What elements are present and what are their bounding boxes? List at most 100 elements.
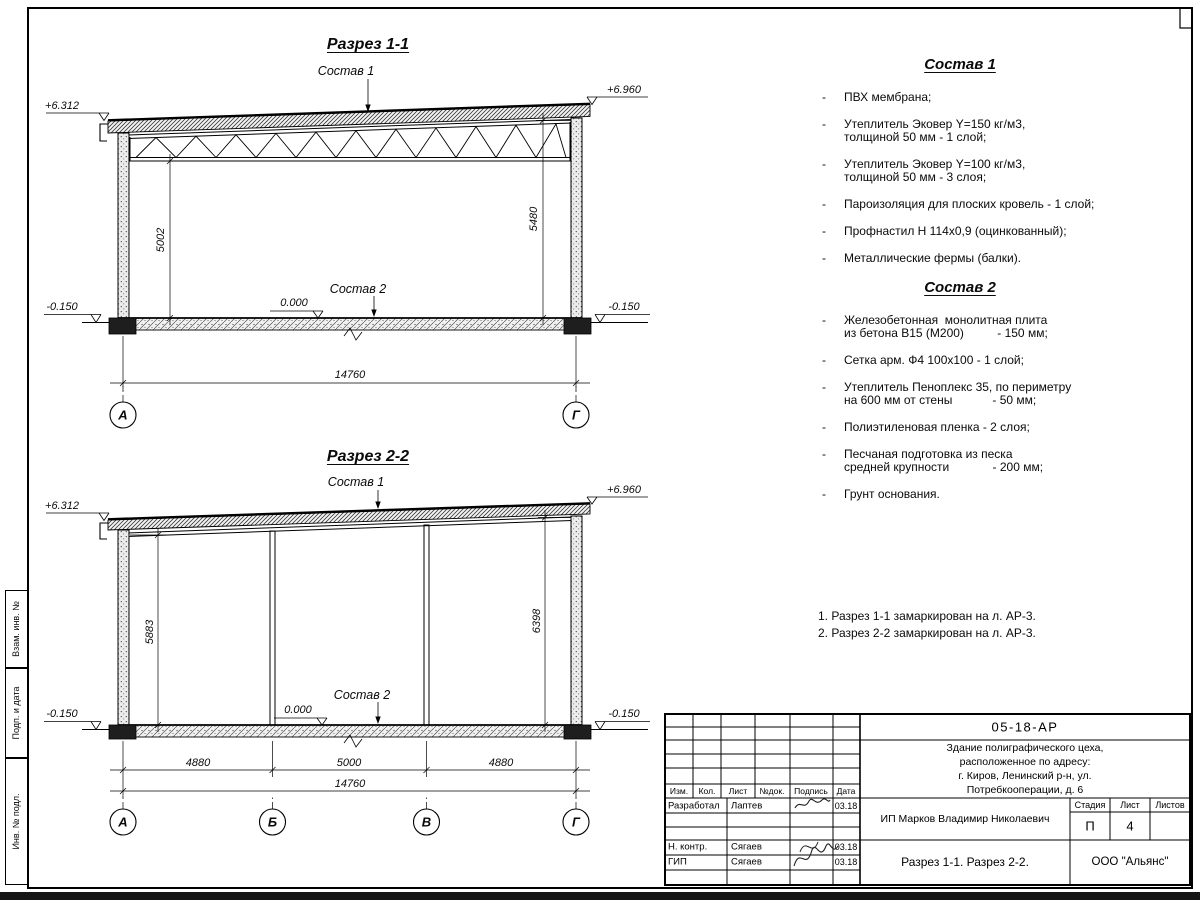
elevation-label: +6.312 (45, 500, 79, 512)
elevation-label: -0.150 (608, 708, 640, 720)
bullet: - (822, 487, 826, 501)
section-1-1-drawing (44, 79, 650, 429)
bullet: - (822, 447, 826, 461)
dim-label: 5002 (155, 227, 167, 253)
side-stamp-inv: Инв. № подл. (5, 758, 28, 885)
dim-label: 14760 (334, 369, 366, 381)
project-description: Здание полиграфического цеха, расположен… (946, 742, 1104, 796)
section1-sostav1-label: Состав 1 (317, 64, 375, 78)
material-item-text: Песчаная подготовка из песка средней кру… (844, 447, 1044, 474)
title-block-lines (664, 713, 1191, 886)
dim-label: 4880 (488, 757, 514, 769)
sheets-header: Листов (1155, 800, 1185, 810)
dim-label: 5000 (336, 757, 362, 769)
material-item-text: Пароизоляция для плоских кровель - 1 сло… (844, 197, 1095, 211)
material-item-text: Металлические фермы (балки). (844, 251, 1022, 265)
material-item: - Железобетонная монолитная плита из бето… (822, 314, 1110, 340)
bullet: - (822, 224, 826, 238)
material-item: - Утеплитель Пеноплекс 35, по периметру н… (822, 381, 1110, 407)
sheet-frame (27, 7, 1193, 889)
material-item-text: Грунт основания. (844, 487, 940, 501)
col-header-list: Лист (728, 786, 748, 796)
note-line: 2. Разрез 2-2 замаркирован на л. АР-3. (818, 626, 1036, 640)
axis-label-b: Б (267, 814, 278, 830)
date-value: 03.18 (834, 857, 858, 867)
section1-sostav2-label: Состав 2 (329, 282, 387, 296)
material-item-text: ПВХ мембрана; (844, 90, 932, 104)
section2-title: Разрез 2-2 (326, 448, 410, 465)
bullet: - (822, 197, 826, 211)
name-syagaev: Сягаев (731, 856, 762, 868)
material-item-text: Сетка арм. Ф4 100х100 - 1 слой; (844, 353, 1024, 367)
name-laptev: Лаптев (731, 800, 763, 812)
axis-label-g: Г (572, 814, 580, 830)
elevation-label: -0.150 (46, 301, 78, 313)
section-2-2-drawing (44, 490, 650, 836)
material-item: - Полиэтиленовая пленка - 2 слоя; (822, 421, 1110, 434)
elevation-label: -0.150 (608, 301, 640, 313)
client-name: ИП Марков Владимир Николаевич (880, 813, 1050, 825)
name-syagaev: Сягаев (731, 841, 762, 853)
material-item: - Утеплитель Эковер Y=150 кг/м3, толщиной… (822, 118, 1110, 144)
bullet: - (822, 90, 826, 104)
date-value: 03.18 (834, 842, 858, 852)
dim-label: 4880 (185, 757, 211, 769)
doc-number: 05-18-АР (991, 719, 1059, 735)
sostav1-heading: Состав 1 (924, 56, 996, 73)
bullet: - (822, 117, 826, 131)
axis-label-v: В (421, 814, 432, 830)
bullet: - (822, 420, 826, 434)
signature-scribbles (793, 798, 839, 867)
role-gip: ГИП (668, 856, 687, 868)
axis-label-a: А (118, 814, 128, 830)
material-item: - Пароизоляция для плоских кровель - 1 сл… (822, 198, 1110, 211)
materials-panel: Состав 1 - ПВХ мембрана; - Утеплитель Эков… (810, 56, 1110, 515)
col-header-izm: Изм. (669, 786, 689, 796)
role-nkontr: Н. контр. (668, 841, 708, 853)
axis-label-g: Г (572, 407, 580, 423)
elevation-label: +6.960 (607, 84, 641, 96)
col-header-ndok: №док. (759, 786, 785, 796)
material-item: - Металлические фермы (балки). (822, 252, 1110, 265)
material-item: - Песчаная подготовка из песка средней кр… (822, 448, 1110, 474)
bullet: - (822, 380, 826, 394)
material-item: - Грунт основания. (822, 488, 1110, 501)
col-header-kol: Кол. (698, 786, 716, 796)
bullet: - (822, 353, 826, 367)
material-item-text: Профнастил Н 114х0,9 (оцинкованный); (844, 224, 1067, 238)
sheet-title: Разрез 1-1. Разрез 2-2. (901, 855, 1029, 869)
material-item-text: Утеплитель Эковер Y=150 кг/м3, толщиной … (844, 117, 1026, 144)
section2-sostav1-label: Состав 1 (327, 475, 385, 489)
material-item-text: Полиэтиленовая пленка - 2 слоя; (844, 420, 1030, 434)
section1-title: Разрез 1-1 (326, 36, 410, 53)
sostav2-heading: Состав 2 (924, 279, 996, 296)
axis-label-a: А (118, 407, 128, 423)
bullet: - (822, 157, 826, 171)
stage-value: П (1085, 818, 1095, 834)
col-header-data: Дата (836, 786, 856, 796)
bullet: - (822, 313, 826, 327)
elevation-label: +6.312 (45, 100, 79, 112)
sheet-header: Лист (1120, 800, 1140, 810)
note-line: 1. Разрез 1-1 замаркирован на л. АР-3. (818, 609, 1036, 623)
elevation-label: 0.000 (280, 297, 308, 309)
sheet-number: 4 (1126, 818, 1134, 834)
col-header-podpis: Подпись (794, 786, 828, 796)
role-razrabotal: Разработал (668, 800, 720, 812)
elevation-label: -0.150 (46, 708, 78, 720)
material-item: - Утеплитель Эковер Y=100 кг/м3, толщиной… (822, 158, 1110, 184)
dim-label: 5480 (528, 206, 540, 232)
material-item-text: Железобетонная монолитная плита из бетон… (844, 313, 1048, 340)
material-item-text: Утеплитель Эковер Y=100 кг/м3, толщиной … (844, 157, 1026, 184)
material-item-text: Утеплитель Пеноплекс 35, по периметру на… (844, 380, 1072, 407)
section2-sostav2-label: Состав 2 (333, 688, 391, 702)
material-item: - Профнастил Н 114х0,9 (оцинкованный); (822, 225, 1110, 238)
elevation-label: 0.000 (284, 704, 312, 716)
dim-label: 5883 (144, 619, 156, 645)
dim-label: 14760 (334, 778, 366, 790)
bullet: - (822, 251, 826, 265)
dim-label: 6398 (531, 608, 543, 634)
company-name: ООО "Альянс" (1091, 856, 1169, 868)
material-item: - Сетка арм. Ф4 100х100 - 1 слой; (822, 354, 1110, 367)
